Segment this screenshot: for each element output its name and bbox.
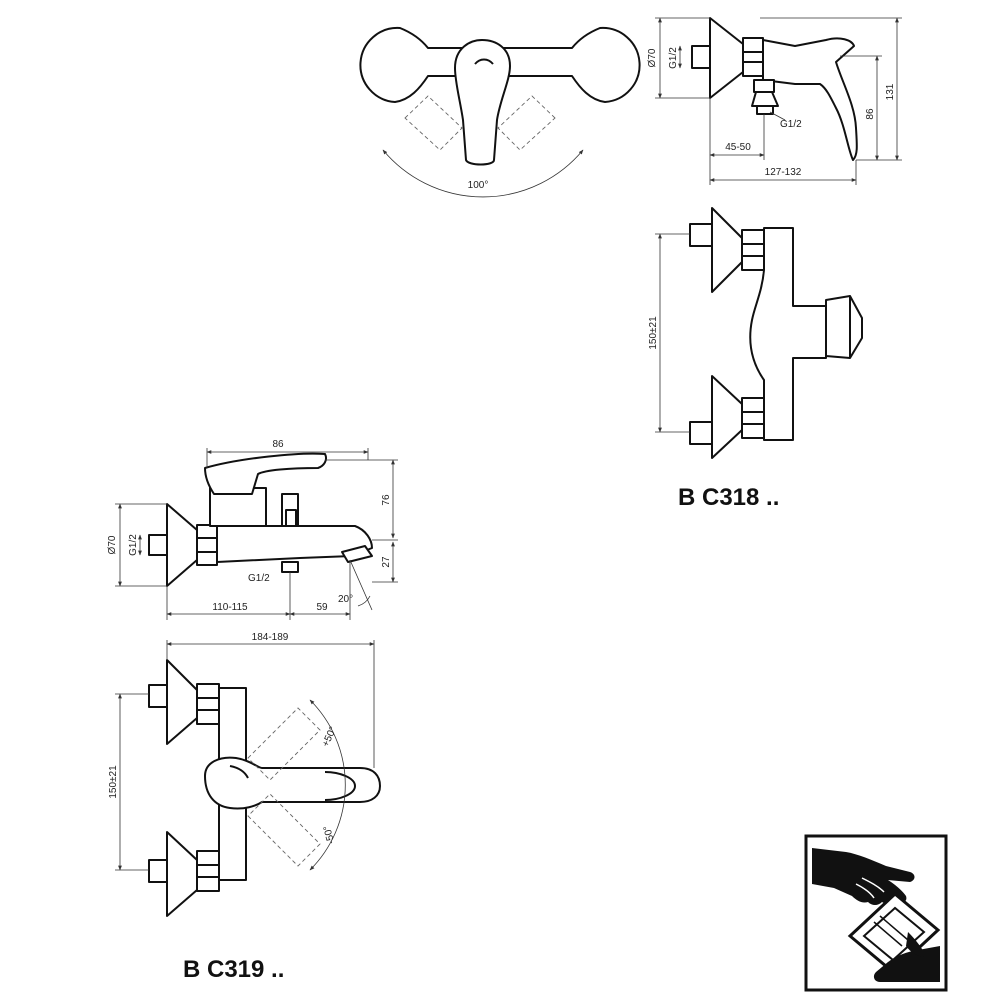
c319-spout-angle-label: 20° xyxy=(338,594,353,605)
side-height-lever-label: 86 xyxy=(865,108,876,120)
side-view-c318: Ø70 G1/2 131 86 G1/2 45-50 127-132 xyxy=(647,17,902,185)
c319-height-spout-label: 27 xyxy=(381,556,392,568)
side-height-total-label: 131 xyxy=(885,83,896,100)
c318-spacing-label: 150±21 xyxy=(648,316,659,350)
handover-documents-icon xyxy=(804,834,948,992)
swivel-angle-label: 100° xyxy=(468,180,489,191)
c319-outlet-thread-label: G1/2 xyxy=(248,573,270,584)
front-view-c318: 150±21 xyxy=(648,207,863,459)
side-inlet-thread-label: G1/2 xyxy=(668,47,679,69)
side-depth-outlet-label: 45-50 xyxy=(725,142,751,153)
c319-diameter-label: Ø70 xyxy=(107,535,118,554)
c319-spacing-label: 150±21 xyxy=(108,765,119,799)
c319-inlet-thread-label: G1/2 xyxy=(128,534,139,556)
c319-depth-spout-label: 59 xyxy=(316,602,328,613)
c319-angle-down-label: -50° xyxy=(322,824,337,845)
c319-angle-up-label: +50° xyxy=(320,725,339,749)
model-label-c319: B C319 .. xyxy=(183,956,284,983)
top-view-c318: 100° xyxy=(359,26,641,198)
model-label-c318: B C318 .. xyxy=(678,484,779,511)
side-view-c319: 86 76 27 Ø70 G1/2 G1/2 110-115 59 20° xyxy=(107,439,398,620)
c319-height-top-label: 76 xyxy=(381,494,392,506)
c319-width-total-label: 184-189 xyxy=(252,632,289,643)
side-depth-total-label: 127-132 xyxy=(765,167,802,178)
front-view-c319: 184-189 150±21 +50° -50° xyxy=(108,632,381,917)
side-diameter-label: Ø70 xyxy=(647,48,658,67)
c319-lever-length-label: 86 xyxy=(272,439,284,450)
side-outlet-thread-label: G1/2 xyxy=(780,119,802,130)
c319-depth-body-label: 110-115 xyxy=(212,602,248,613)
